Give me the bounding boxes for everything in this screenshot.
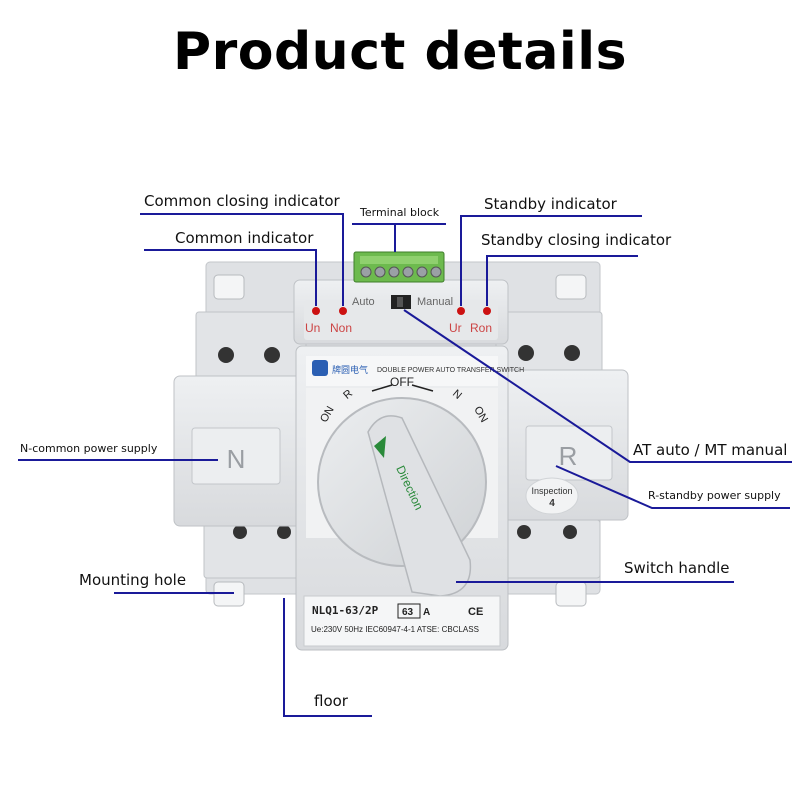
screw-icon (218, 347, 234, 363)
leader-floor (283, 598, 372, 717)
auto-label: Auto (352, 296, 375, 308)
terminal-block-top (360, 256, 438, 264)
r-label-box (525, 425, 613, 481)
ur-label: Ur (449, 321, 462, 335)
leader-common-closing (140, 213, 344, 306)
label-terminal-block: Terminal block (360, 206, 440, 219)
screw-icon (277, 525, 291, 539)
screw-icon (564, 345, 580, 361)
screw-icon (264, 347, 280, 363)
switch-handle (367, 415, 472, 597)
label-standby-indicator: Standby indicator (484, 195, 617, 213)
standby-indicator-light (457, 307, 465, 315)
terminal-screw-icon (416, 266, 428, 278)
label-standby-closing-indicator: Standby closing indicator (481, 231, 672, 249)
r-box-label: R (559, 441, 578, 471)
standby-closing-indicator-light (483, 307, 491, 315)
inspection-sticker (525, 477, 579, 515)
non-label: Non (330, 321, 352, 335)
arrow-right-icon (411, 384, 434, 392)
inspection-number: 4 (549, 498, 555, 509)
screw-icon (563, 525, 577, 539)
n-box-label: N (227, 444, 246, 474)
n-label-box (191, 427, 281, 485)
indicator-panel (304, 300, 498, 340)
model-label: NLQ1-63/2P (312, 604, 379, 617)
brand-logo-icon (312, 360, 328, 376)
product-subtitle: DOUBLE POWER AUTO TRANSFER SWITCH (377, 367, 524, 374)
terminal-screw-icon (374, 266, 386, 278)
label-floor: floor (314, 692, 348, 710)
off-label: OFF (390, 375, 414, 389)
auto-manual-switch-knob (397, 297, 403, 307)
leader-standby-closing (486, 255, 638, 306)
inspection-label: Inspection (531, 486, 572, 496)
spec-line: Ue:230V 50Hz IEC60947-4-1 ATSE: CBCLASS (311, 625, 479, 634)
leader-r-supply (555, 465, 790, 509)
leader-standby (460, 215, 642, 306)
leader-at-mt (403, 309, 792, 463)
label-common-indicator: Common indicator (175, 229, 314, 247)
screw-icon (233, 525, 247, 539)
direction-arrow-icon (374, 436, 386, 458)
terminal-screw-icon (402, 266, 414, 278)
label-common-closing-indicator: Common closing indicator (144, 192, 340, 210)
mounting-slot-top-left (213, 274, 245, 300)
lower-right-module (499, 519, 601, 579)
rating-box (397, 603, 421, 619)
common-closing-indicator-light (339, 307, 347, 315)
common-indicator-light (312, 307, 320, 315)
leader-lines (18, 213, 792, 717)
screw-icon (517, 525, 531, 539)
un-label: Un (305, 321, 320, 335)
label-switch-handle: Switch handle (624, 559, 730, 577)
upper-left-module (195, 311, 307, 381)
manual-label: Manual (417, 296, 453, 308)
rating-value: 63 (402, 607, 414, 618)
terminal-screw-icon (388, 266, 400, 278)
label-mounting-hole: Mounting hole (79, 571, 187, 589)
label-r-supply: R-standby power supply (648, 489, 781, 502)
page-title: Product details (172, 22, 628, 82)
mounting-slot-bottom-right (555, 581, 587, 607)
terminal-screw-icon (360, 266, 372, 278)
screw-icon (518, 345, 534, 361)
leader-common-indicator (144, 249, 317, 306)
label-n-supply: N-common power supply (20, 442, 158, 455)
label-at-mt: AT auto / MT manual (633, 441, 788, 459)
arrow-left-icon (371, 384, 393, 392)
mounting-slot-top-right (555, 274, 587, 300)
terminal-screw-icon (430, 266, 442, 278)
ron-label: Ron (470, 321, 492, 335)
brand-name: 牌圆电气 (332, 364, 368, 376)
ce-mark: CE (468, 606, 483, 618)
rating-unit: A (423, 607, 430, 618)
brand-strip (306, 356, 498, 386)
